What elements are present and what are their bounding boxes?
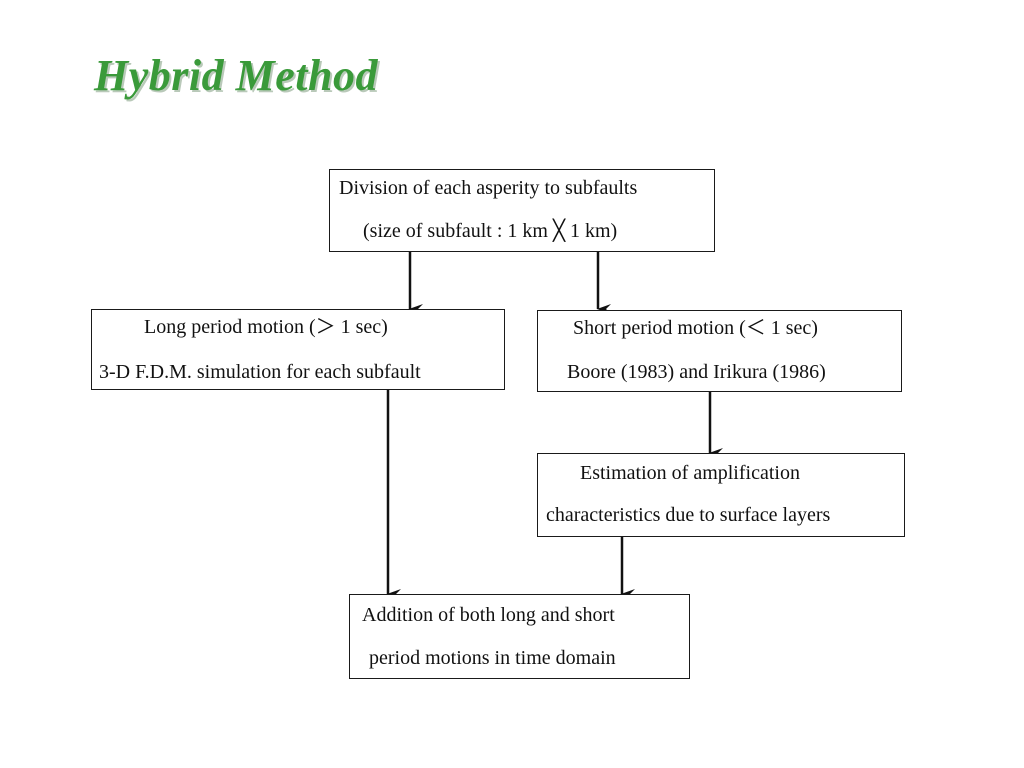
amplification-box: Estimation of amplification characterist… bbox=[537, 453, 905, 537]
long-period-line-2: 3-D F.D.M. simulation for each subfault bbox=[99, 361, 421, 383]
amplification-line-1: Estimation of amplification bbox=[580, 462, 800, 484]
amplification-line-2: characteristics due to surface layers bbox=[546, 504, 831, 526]
long-period-line-1: Long period motion (＞ 1 sec) bbox=[144, 316, 388, 338]
addition-line-2: period motions in time domain bbox=[369, 647, 616, 669]
slide-title: Hybrid Method bbox=[94, 51, 378, 100]
short-period-line-2: Boore (1983) and Irikura (1986) bbox=[567, 361, 826, 383]
short-period-box: Short period motion (＜ 1 sec) Boore (198… bbox=[537, 310, 902, 392]
long-period-box: Long period motion (＞ 1 sec) 3-D F.D.M. … bbox=[91, 309, 505, 390]
division-line-2: (size of subfault : 1 km ╳ 1 km) bbox=[363, 220, 618, 242]
division-box: Division of each asperity to subfaults (… bbox=[329, 169, 715, 252]
addition-box: Addition of both long and short period m… bbox=[349, 594, 690, 679]
short-period-line-1: Short period motion (＜ 1 sec) bbox=[573, 317, 818, 339]
addition-line-1: Addition of both long and short bbox=[362, 604, 615, 626]
division-line-1: Division of each asperity to subfaults bbox=[339, 177, 638, 199]
